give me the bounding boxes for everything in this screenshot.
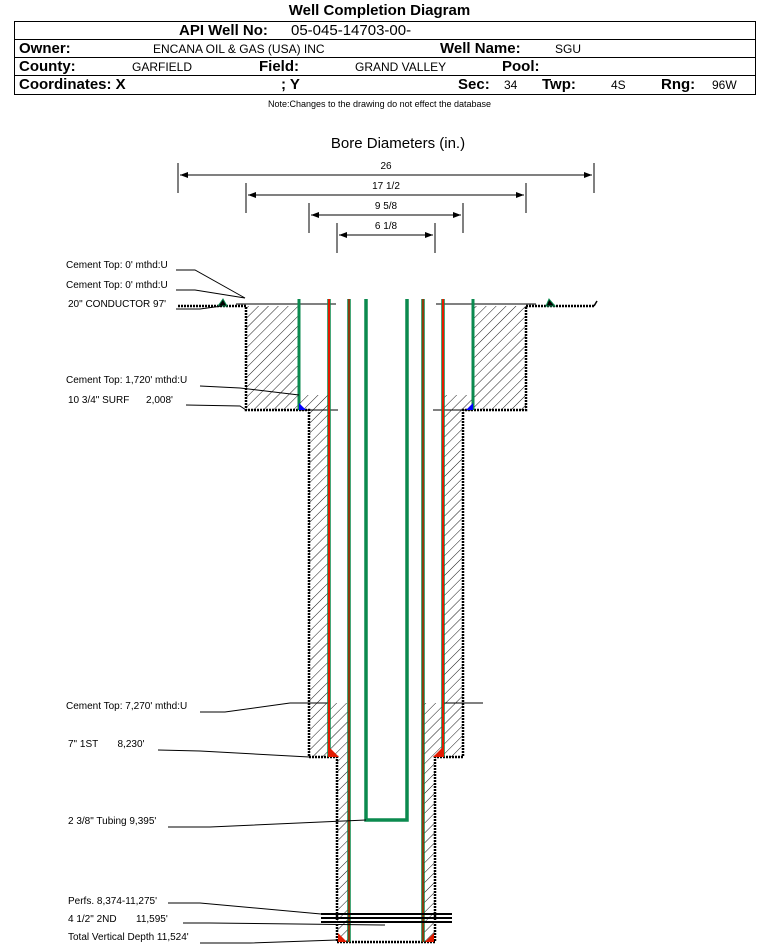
database-note: Note:Changes to the drawing do not effec… bbox=[268, 99, 491, 109]
coords-x-label: Coordinates: X bbox=[19, 76, 126, 93]
bore-label-6-1-8: 6 1/8 bbox=[375, 221, 398, 232]
header-row-api: API Well No: 05-045-14703-00- bbox=[15, 22, 755, 40]
owner-value: ENCANA OIL & GAS (USA) INC bbox=[153, 42, 325, 56]
tubing bbox=[364, 299, 409, 822]
county-label: County: bbox=[19, 58, 76, 75]
field-label: Field: bbox=[259, 58, 299, 75]
header-row-county: County: GARFIELD Field: GRAND VALLEY Poo… bbox=[15, 58, 755, 76]
cement-top-label-3: Cement Top: 1,720' mthd:U bbox=[66, 375, 187, 386]
cement-regions bbox=[246, 306, 526, 942]
api-value: 05-045-14703-00- bbox=[291, 22, 412, 39]
cement-prod-lower-right bbox=[423, 757, 435, 942]
surf-shoe-left bbox=[299, 403, 306, 410]
field-value: GRAND VALLEY bbox=[355, 60, 447, 74]
bore-dimension-26: 26 bbox=[177, 161, 595, 193]
cement-prod-upper-right bbox=[423, 703, 443, 757]
conductor-marker-right bbox=[545, 298, 557, 307]
well-header-table: API Well No: 05-045-14703-00- Owner: ENC… bbox=[14, 21, 756, 95]
sec-label: Sec: bbox=[458, 76, 490, 93]
owner-label: Owner: bbox=[19, 40, 71, 57]
cement-prod-upper-left bbox=[329, 703, 349, 757]
conductor-label: 20" CONDUCTOR 97' bbox=[68, 299, 166, 310]
hole-wall-outline bbox=[178, 304, 594, 944]
coords-y-label: ; Y bbox=[281, 76, 300, 93]
cement-surface-left bbox=[246, 306, 299, 410]
int-shoe-left bbox=[330, 748, 339, 757]
pool-label: Pool: bbox=[502, 58, 540, 75]
tubing-label: 2 3/8" Tubing 9,395' bbox=[68, 816, 156, 827]
api-label: API Well No: bbox=[179, 22, 268, 39]
first-casing-label: 7" 1ST 8,230' bbox=[68, 739, 145, 750]
cement-int-left bbox=[309, 410, 329, 757]
well-name-value: SGU bbox=[555, 42, 582, 56]
cement-top-label-4: Cement Top: 7,270' mthd:U bbox=[66, 701, 187, 712]
surf-shoe-right bbox=[466, 403, 473, 410]
cement-surf-inner-right bbox=[443, 395, 473, 410]
bore-label-17-1-2: 17 1/2 bbox=[372, 181, 400, 192]
page-title: Well Completion Diagram bbox=[288, 2, 471, 19]
leader-lines bbox=[157, 269, 386, 944]
header-row-coords: Coordinates: X ; Y Sec: 34 Twp: 4S Rng: … bbox=[15, 76, 755, 94]
bore-label-26: 26 bbox=[380, 161, 392, 172]
tvd-label: Total Vertical Depth 11,524' bbox=[68, 932, 189, 943]
bore-label-9-5-8: 9 5/8 bbox=[375, 201, 398, 212]
second-casing-label: 4 1/2" 2ND 11,595' bbox=[68, 914, 168, 925]
reference-lines bbox=[236, 303, 536, 704]
cement-top-label-2: Cement Top: 0' mthd:U bbox=[66, 280, 168, 291]
cement-prod-lower-left bbox=[337, 757, 349, 942]
prod-shoe-left bbox=[338, 933, 347, 942]
header-row-owner: Owner: ENCANA OIL & GAS (USA) INC Well N… bbox=[15, 40, 755, 58]
cement-top-label-1: Cement Top: 0' mthd:U bbox=[66, 260, 168, 271]
bore-dimension-9-5-8: 9 5/8 bbox=[308, 201, 464, 233]
surf-casing-label: 10 3/4" SURF 2,008' bbox=[68, 395, 173, 406]
prod-shoe-right bbox=[425, 933, 434, 942]
bore-diameters-title: Bore Diameters (in.) bbox=[331, 135, 465, 152]
rng-value: 96W bbox=[712, 78, 737, 92]
perforations bbox=[321, 913, 452, 923]
conductor-marker-left bbox=[217, 298, 228, 307]
well-name-label: Well Name: bbox=[440, 40, 521, 57]
twp-label: Twp: bbox=[542, 76, 576, 93]
surface-end-hook bbox=[593, 300, 598, 307]
cement-int-right bbox=[443, 410, 463, 757]
bore-dimension-6-1-8: 6 1/8 bbox=[336, 221, 436, 253]
sec-value: 34 bbox=[504, 78, 518, 92]
cement-surface-right bbox=[473, 306, 526, 410]
bore-dimension-17-1-2: 17 1/2 bbox=[245, 181, 527, 213]
twp-value: 4S bbox=[611, 78, 626, 92]
rng-label: Rng: bbox=[661, 76, 696, 93]
county-value: GARFIELD bbox=[132, 60, 193, 74]
perfs-label: Perfs. 8,374-11,275' bbox=[68, 896, 157, 907]
cement-surf-inner-left bbox=[299, 395, 329, 410]
int-shoe-right bbox=[433, 748, 442, 757]
